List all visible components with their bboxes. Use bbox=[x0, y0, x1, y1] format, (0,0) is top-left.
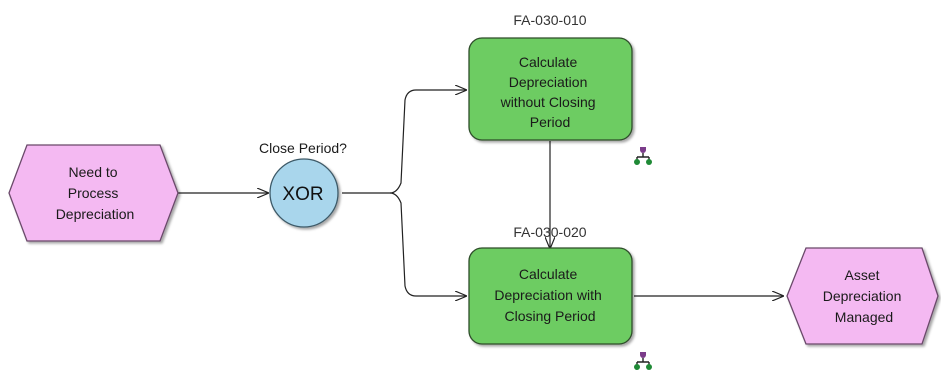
end-event-label-line: Depreciation bbox=[823, 288, 902, 304]
start-event-label: Need to Process Depreciation bbox=[56, 164, 135, 222]
function-2-shape bbox=[468, 247, 633, 345]
start-event[interactable]: Need to Process Depreciation bbox=[8, 144, 179, 242]
function-1-label-line: Calculate bbox=[519, 54, 578, 70]
start-event-label-line: Depreciation bbox=[56, 206, 135, 222]
start-event-label-line: Need to bbox=[69, 164, 118, 180]
end-event-label-line: Asset bbox=[845, 267, 880, 283]
end-event-shape bbox=[786, 247, 939, 345]
connector-split-to-function-2 bbox=[389, 192, 466, 296]
function-1-shape bbox=[468, 37, 633, 141]
function-1-label: Calculate Depreciation without Closing P… bbox=[500, 54, 600, 130]
org-unit-icon[interactable] bbox=[634, 147, 652, 165]
function-1-label-line: Period bbox=[530, 114, 570, 130]
function-2-label-line: Closing Period bbox=[504, 308, 595, 324]
end-event[interactable]: Asset Depreciation Managed bbox=[786, 247, 939, 345]
xor-gateway-shape bbox=[269, 158, 339, 228]
connector-split-to-function-1 bbox=[389, 90, 466, 194]
function-1-id: FA-030-010 bbox=[513, 12, 586, 28]
start-event-shape bbox=[8, 144, 179, 242]
org-unit-icon[interactable] bbox=[634, 352, 652, 370]
end-event-label: Asset Depreciation Managed bbox=[823, 267, 906, 325]
function-1[interactable]: FA-030-010 Calculate Depreciation withou… bbox=[468, 12, 652, 165]
function-2[interactable]: FA-030-020 Calculate Depreciation with C… bbox=[468, 224, 652, 370]
end-event-label-line: Managed bbox=[835, 309, 893, 325]
xor-gateway[interactable]: Close Period? XOR bbox=[259, 140, 347, 228]
function-2-label-line: Calculate bbox=[519, 266, 578, 282]
function-1-label-line: Depreciation bbox=[509, 74, 588, 90]
function-2-id: FA-030-020 bbox=[513, 224, 586, 240]
xor-label: XOR bbox=[282, 184, 323, 205]
connectors bbox=[178, 90, 783, 296]
start-event-label-line: Process bbox=[68, 185, 119, 201]
function-2-label: Calculate Depreciation with Closing Peri… bbox=[494, 266, 605, 324]
xor-caption: Close Period? bbox=[259, 140, 347, 156]
function-2-label-line: Depreciation with bbox=[494, 287, 601, 303]
function-1-label-line: without Closing bbox=[500, 94, 596, 110]
